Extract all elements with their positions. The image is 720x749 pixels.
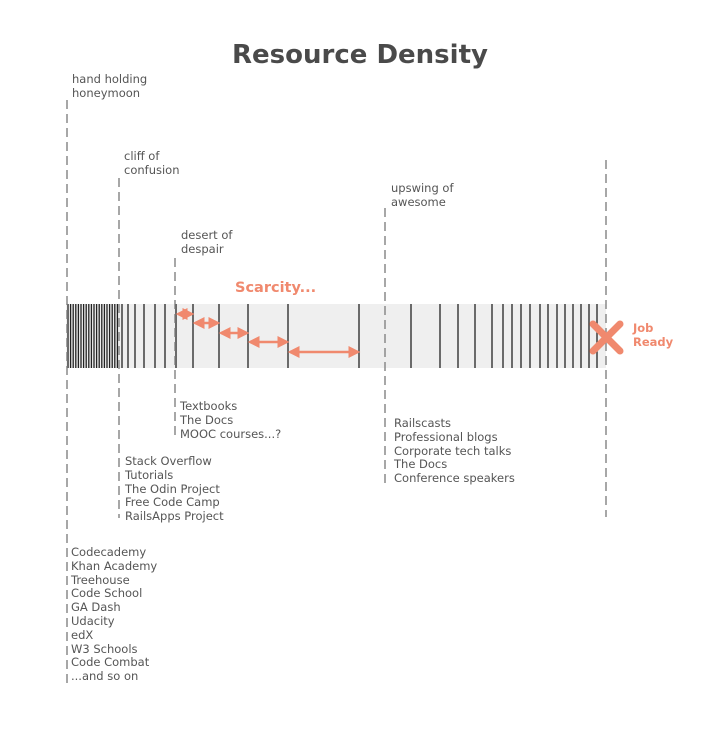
- stage-label-cliff: cliff of confusion: [124, 149, 180, 177]
- scarcity-gap-arrows: [175, 308, 361, 358]
- list-item: Treehouse: [71, 572, 130, 587]
- stage-dividers: [66, 100, 607, 683]
- list-item: W3 Schools: [71, 641, 138, 656]
- list-item: ...and so on: [71, 669, 139, 684]
- stage-label-line: upswing of: [391, 181, 454, 195]
- resource-list-desert: Textbooks The Docs MOOC courses...?: [180, 399, 282, 441]
- list-item: Railscasts: [394, 416, 452, 430]
- resource-list-advanced: Railscasts Professional blogs Corporate …: [394, 416, 515, 486]
- list-item: GA Dash: [71, 600, 121, 615]
- list-item: Code School: [71, 586, 143, 601]
- list-item: Codecademy: [71, 545, 147, 559]
- list-item: edX: [71, 627, 94, 642]
- resource-list-beginner: Codecademy Khan Academy Treehouse Code S…: [71, 545, 158, 684]
- list-item: RailsApps Project: [125, 509, 224, 524]
- list-item: The Odin Project: [125, 481, 220, 496]
- list-item: Free Code Camp: [125, 495, 220, 510]
- job-ready-label: Job Ready: [633, 321, 673, 349]
- list-item: Tutorials: [125, 467, 174, 482]
- stage-label-line: cliff of: [124, 149, 160, 163]
- stage-label-line: despair: [181, 242, 224, 256]
- stage-label-line: desert of: [181, 228, 233, 242]
- stage-label-upswing: upswing of awesome: [391, 181, 454, 209]
- job-ready-line: Ready: [633, 335, 674, 349]
- stage-label-line: awesome: [391, 195, 446, 209]
- resource-list-intermediate: Stack Overflow Tutorials The Odin Projec…: [125, 454, 224, 524]
- list-item: Khan Academy: [71, 558, 158, 573]
- list-item: Code Combat: [71, 655, 150, 670]
- stage-label-line: confusion: [124, 163, 180, 177]
- list-item: Stack Overflow: [125, 454, 212, 468]
- list-item: Corporate tech talks: [394, 443, 512, 458]
- stage-label-line: honeymoon: [72, 86, 141, 100]
- stage-label-desert: desert of despair: [181, 228, 232, 256]
- scarcity-label: Scarcity...: [235, 280, 317, 296]
- stage-label-hand-holding: hand holding honeymoon: [72, 72, 147, 100]
- list-item: Professional blogs: [394, 429, 498, 444]
- job-ready-line: Job: [633, 321, 654, 335]
- list-item: The Docs: [394, 457, 448, 472]
- stage-label-line: hand holding: [72, 72, 148, 86]
- density-band: [66, 304, 606, 368]
- list-item: The Docs: [180, 412, 234, 427]
- list-item: MOOC courses...?: [180, 426, 282, 441]
- list-item: Textbooks: [180, 399, 238, 413]
- list-item: Conference speakers: [394, 471, 515, 486]
- job-ready-x-icon: [589, 320, 624, 355]
- diagram-title: Resource Density: [232, 40, 488, 70]
- list-item: Udacity: [71, 613, 115, 628]
